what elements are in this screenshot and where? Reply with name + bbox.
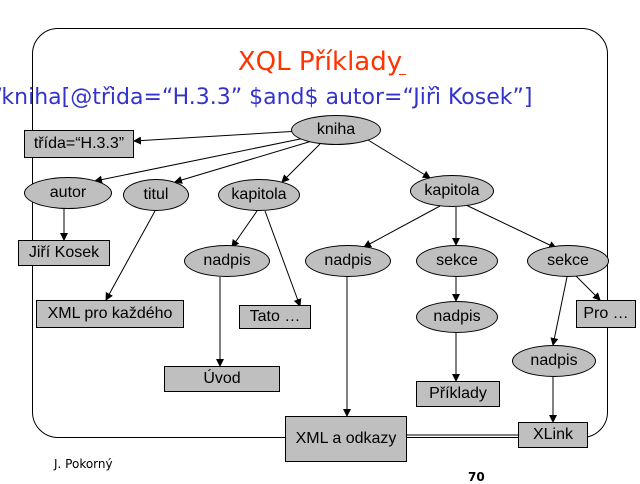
node-pro: Pro …	[576, 300, 636, 328]
node-nadpis-4: nadpis	[512, 345, 596, 377]
edge-kniha-autor	[94, 137, 306, 184]
node-uvod: Úvod	[164, 366, 280, 392]
footer-author: J. Pokorný	[54, 457, 113, 471]
title-text-cursor	[399, 74, 406, 75]
edge-kapitola1-tato	[264, 210, 302, 307]
node-jiri-kosek: Jiří Kosek	[18, 240, 110, 266]
node-trida-attribute: třída=“H.3.3”	[24, 130, 134, 158]
edge-kniha-trida_attr	[133, 130, 301, 145]
node-autor: autor	[24, 177, 112, 209]
node-titul: titul	[123, 179, 189, 211]
page-number: 70	[468, 470, 485, 484]
edge-sekce2-nadpis4	[550, 276, 568, 346]
node-tato: Tato …	[239, 305, 311, 329]
node-sekce-1: sekce	[416, 245, 498, 277]
xql-query: /kniha[@tři̇̀da=“H.3.3” $and$ autor=“Jiř…	[0, 85, 533, 110]
node-xml-a-odkazy: XML a odkazy	[285, 416, 407, 462]
edge-kapitola2-nadpis2	[363, 205, 441, 248]
edge-kapitola1-nadpis1	[231, 210, 258, 248]
node-sekce-2: sekce	[527, 245, 609, 277]
node-nadpis-3: nadpis	[416, 301, 498, 333]
edge-kniha-kapitola2	[367, 139, 431, 179]
slide-title: XQL Příklady	[237, 47, 403, 77]
node-kapitola-1: kapitola	[218, 179, 300, 211]
node-xlink: XLink	[518, 422, 588, 448]
edge-kniha-titul	[174, 140, 313, 184]
node-kniha: kniha	[291, 115, 381, 145]
edge-kniha-kapitola1	[281, 143, 321, 183]
node-nadpis-2: nadpis	[305, 245, 391, 277]
edge-titul-xml_pro_kazdeho	[105, 210, 156, 301]
edge-kapitola2-sekce2	[465, 204, 557, 249]
edge-sekce2-pro	[575, 275, 601, 301]
node-xml-pro-kazdeho: XML pro každého	[36, 300, 184, 328]
node-kapitola-2: kapitola	[410, 175, 494, 207]
node-nadpis-1: nadpis	[184, 245, 270, 277]
node-priklady: Příklady	[416, 381, 500, 407]
